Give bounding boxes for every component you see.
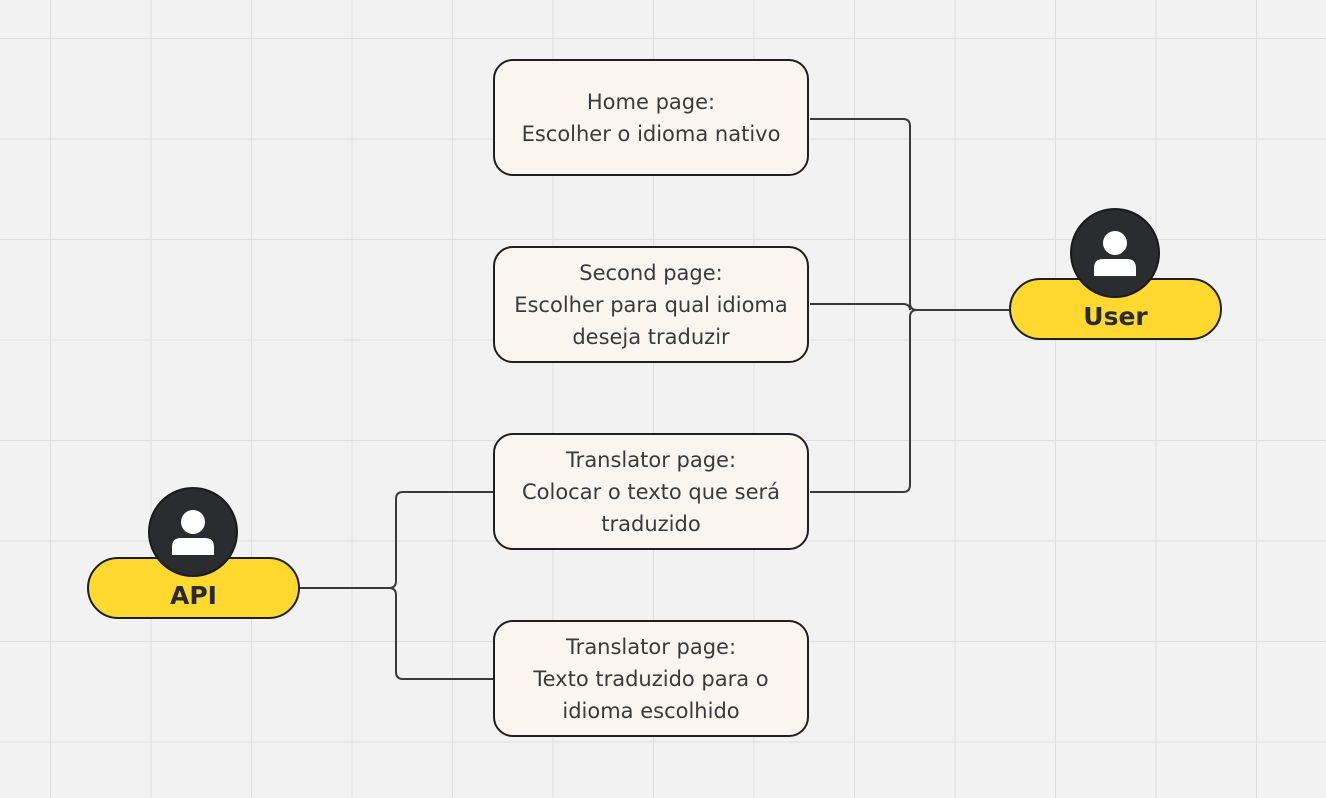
- card-line: Translator page:: [565, 447, 737, 472]
- connector-translator-input-to-user: [810, 309, 918, 493]
- connector-api-to-translator-input: [298, 491, 494, 589]
- connector-api-to-translator-output: [388, 587, 494, 680]
- user-icon: [1070, 208, 1160, 298]
- card-line: Home page:: [586, 89, 716, 114]
- card-line: idioma escolhido: [562, 698, 740, 723]
- connector-home-to-user: [810, 118, 1010, 311]
- user-icon: [148, 487, 238, 577]
- card-line: Second page:: [579, 260, 723, 285]
- card-line: traduzido: [601, 511, 701, 536]
- connector-second-to-user: [810, 303, 911, 311]
- card-line: Escolher o idioma nativo: [521, 121, 781, 146]
- card-translator-input[interactable]: Translator page: Colocar o texto que ser…: [493, 433, 809, 550]
- card-second-page[interactable]: Second page: Escolher para qual idioma d…: [493, 246, 809, 363]
- card-line: Colocar o texto que será: [521, 479, 780, 504]
- card-home-page[interactable]: Home page: Escolher o idioma nativo: [493, 59, 809, 176]
- card-line: deseja traduzir: [572, 324, 730, 349]
- actor-user-label: User: [1083, 302, 1148, 331]
- card-line: Escolher para qual idioma: [514, 292, 788, 317]
- card-translator-output[interactable]: Translator page: Texto traduzido para o …: [493, 620, 809, 737]
- actor-api-label: API: [170, 581, 217, 610]
- card-line: Texto traduzido para o: [533, 666, 769, 691]
- card-line: Translator page:: [565, 634, 737, 659]
